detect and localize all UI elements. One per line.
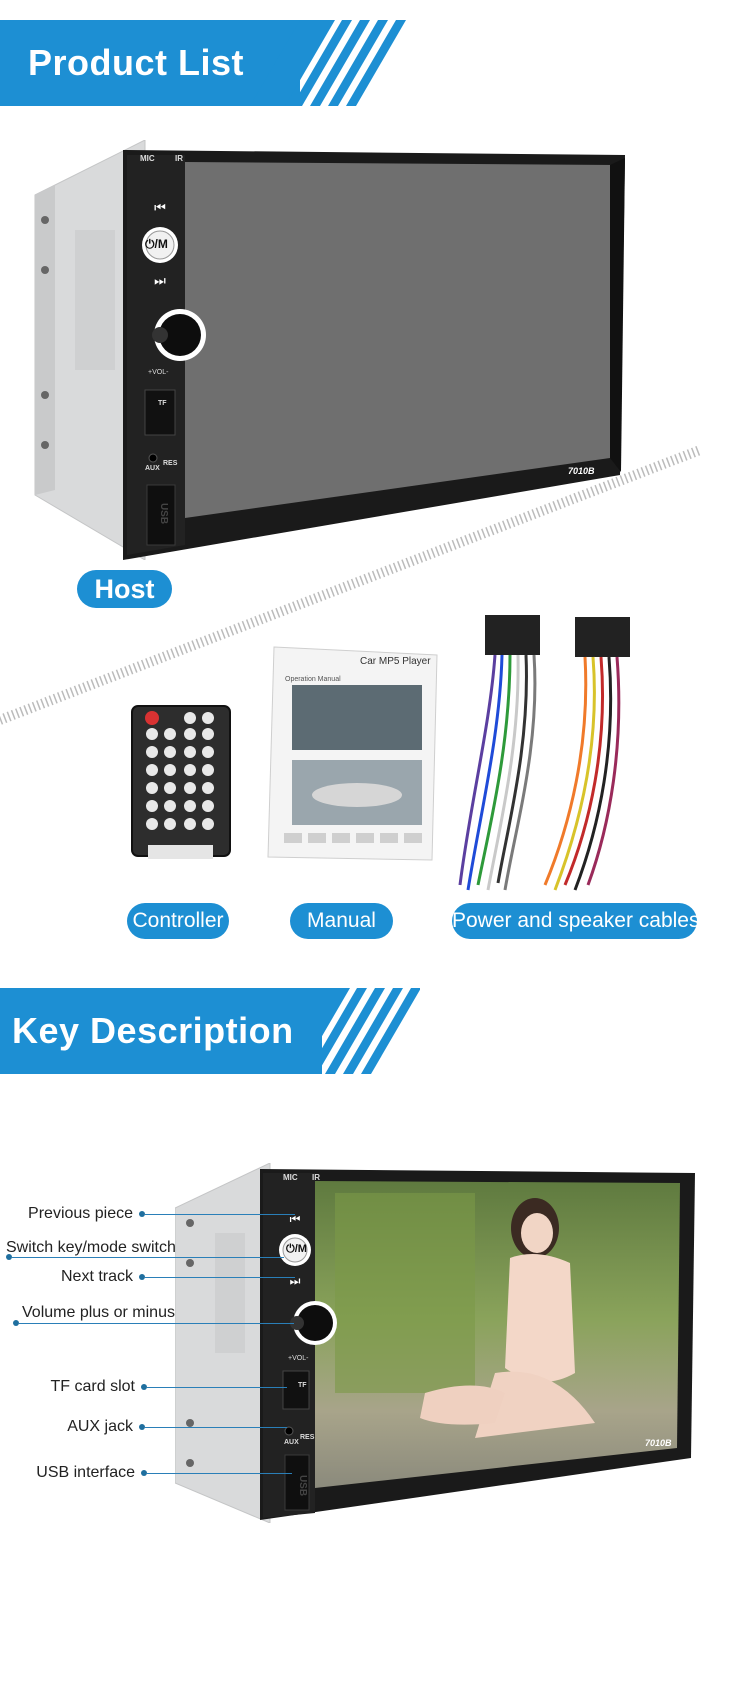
leader-line (147, 1473, 292, 1474)
ir-label: IR (175, 154, 183, 163)
manual-subtitle: Operation Manual (285, 676, 341, 683)
leader-line (145, 1427, 287, 1428)
model-label-detail: 7010B (645, 1438, 672, 1448)
key-label-previous-piece: Previous piece (28, 1205, 133, 1222)
key-label-switch-key: Switch key/mode switch (6, 1239, 176, 1256)
leader-line (145, 1277, 295, 1278)
leader-dot (139, 1424, 145, 1430)
svg-text:⏮: ⏮ (154, 200, 166, 215)
res-label: RES (163, 460, 178, 467)
svg-text:⏮: ⏮ (290, 1212, 301, 1226)
key-label-next-track: Next track (60, 1268, 133, 1285)
host-label: Host (77, 570, 172, 608)
banner-stripes-icon (250, 20, 406, 106)
leader-dot (141, 1470, 147, 1476)
vol-label: +VOL- (148, 369, 169, 376)
model-label: 7010B (568, 466, 595, 476)
manual-cover-title: Car MP5 Player (360, 656, 431, 667)
controller-label: Controller (127, 903, 229, 939)
key-description-banner: Key Description (0, 988, 420, 1074)
tf-label: TF (158, 400, 167, 407)
key-label-tf-card-slot: TF card slot (50, 1378, 135, 1395)
host-unit-detail-image: ⏮ ⏭ (175, 1163, 695, 1523)
res-label-detail: RES (300, 1434, 315, 1441)
leader-line (12, 1257, 284, 1258)
remote-controller-image (131, 705, 231, 859)
leader-line (19, 1323, 294, 1324)
key-label-aux-jack: AUX jack (67, 1418, 133, 1435)
leader-dot (13, 1320, 19, 1326)
manual-label: Manual (290, 903, 393, 939)
svg-text:⏭: ⏭ (154, 273, 166, 288)
manual-booklet-image (267, 646, 438, 861)
tf-label-detail: TF (298, 1382, 307, 1389)
ir-label-detail: IR (312, 1173, 320, 1182)
banner-stripes-icon (272, 988, 420, 1074)
mic-label-detail: MIC (283, 1173, 298, 1182)
key-label-usb-interface: USB interface (36, 1464, 135, 1481)
aux-label-detail: AUX (284, 1439, 299, 1446)
aux-label: AUX (145, 465, 160, 472)
power-mode-label-detail: ⏻/M (286, 1243, 307, 1255)
svg-text:⏭: ⏭ (290, 1274, 301, 1288)
key-description-title: Key Description (12, 1010, 294, 1051)
leader-dot (141, 1384, 147, 1390)
host-unit-image: ⏮ ⏭ (34, 140, 625, 560)
power-mode-label: ⏻/M (145, 237, 168, 251)
mic-label: MIC (140, 154, 155, 163)
leader-line (147, 1387, 287, 1388)
leader-dot (139, 1211, 145, 1217)
product-list-title: Product List (28, 42, 245, 83)
leader-line (145, 1214, 295, 1215)
leader-dot (6, 1254, 12, 1260)
key-label-volume: Volume plus or minus (22, 1304, 175, 1321)
cables-label: Power and speaker cables (452, 903, 699, 939)
vol-label-detail: +VOL- (288, 1355, 309, 1362)
power-speaker-cables-image (458, 615, 630, 891)
usb-label-detail: USB (297, 1474, 309, 1497)
leader-dot (139, 1274, 145, 1280)
product-list-banner: Product List (0, 20, 420, 106)
